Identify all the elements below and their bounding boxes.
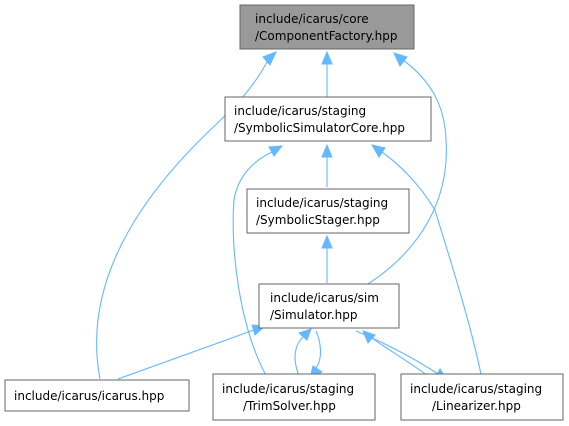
node-label-line2: /Simulator.hpp <box>270 308 358 322</box>
arrowhead <box>298 328 312 341</box>
node-icarus[interactable]: include/icarus/icarus.hpp <box>4 379 190 412</box>
node-label-line2: /SymbolicSimulatorCore.hpp <box>234 121 405 135</box>
arrowhead <box>321 234 333 249</box>
arrowhead <box>268 145 284 157</box>
edge-icarus-to-component-factory <box>96 59 269 380</box>
edge-linearizer-to-simulator <box>371 337 433 380</box>
node-label-line2: /TrimSolver.hpp <box>243 399 336 413</box>
node-label-line1: include/icarus/staging <box>234 104 366 118</box>
node-simulator[interactable]: include/icarus/sim /Simulator.hpp <box>258 283 400 329</box>
node-label-line2: /Linearizer.hpp <box>432 399 521 413</box>
arrowhead <box>262 51 277 66</box>
node-label: include/icarus/icarus.hpp <box>14 389 164 403</box>
node-symbolic-stager[interactable]: include/icarus/staging /SymbolicStager.h… <box>246 188 410 234</box>
node-label-line1: include/icarus/staging <box>410 382 542 396</box>
edge-linearizer-to-symbolic-simulator-core <box>381 151 483 380</box>
edge-icarus-to-simulator <box>117 329 255 380</box>
node-label-line2: /ComponentFactory.hpp <box>255 29 398 43</box>
node-label-line1: include/icarus/sim <box>270 291 379 305</box>
arrowhead <box>393 52 408 67</box>
node-label-line1: include/icarus/core <box>255 12 369 26</box>
arrowhead <box>362 330 376 344</box>
arrowhead <box>321 143 333 158</box>
edge-trim-solver-to-symbolic-simulator-core <box>232 151 273 380</box>
node-label-line2: /SymbolicStager.hpp <box>256 213 380 227</box>
node-label-line1: include/icarus/staging <box>256 196 388 210</box>
arrowhead <box>321 50 333 65</box>
node-symbolic-simulator-core[interactable]: include/icarus/staging /SymbolicSimulato… <box>224 96 432 142</box>
edge-trim-solver-to-simulator <box>294 335 305 379</box>
node-linearizer[interactable]: include/icarus/staging /Linearizer.hpp <box>400 373 564 421</box>
arrowhead <box>370 144 386 158</box>
node-label-line1: include/icarus/staging <box>222 382 354 396</box>
edge-simulator-to-component-factory <box>367 59 447 285</box>
node-trim-solver[interactable]: include/icarus/staging /TrimSolver.hpp <box>212 373 376 421</box>
edges <box>96 50 483 381</box>
node-component-factory[interactable]: include/icarus/core /ComponentFactory.hp… <box>239 4 415 50</box>
edge-simulator-to-trim-solver <box>315 330 322 369</box>
